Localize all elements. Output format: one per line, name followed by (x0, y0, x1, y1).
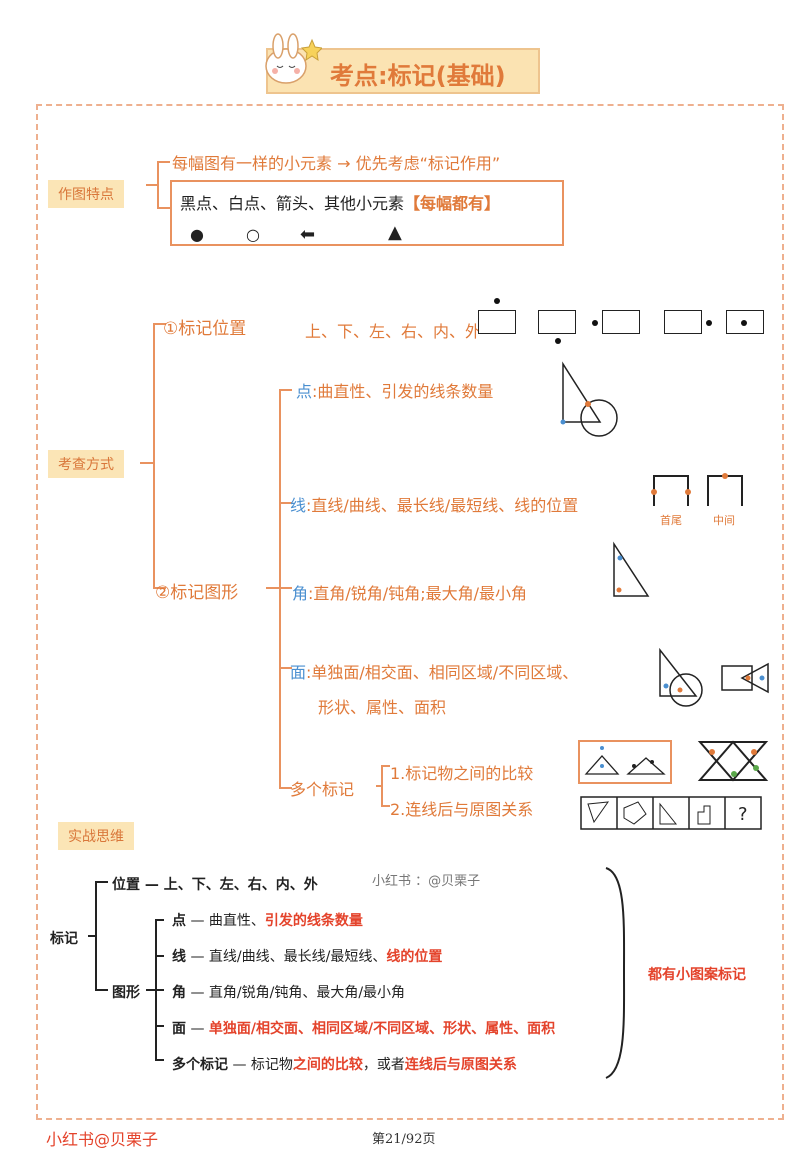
position-dot-right (706, 320, 712, 326)
item-point: 点:曲直性、引发的线条数量 (296, 378, 493, 402)
item-multi-key: 多个标记 (290, 780, 355, 799)
position-box-bottom (538, 310, 576, 334)
item-point-text: :曲直性、引发的线条数量 (312, 382, 494, 401)
footer-brand: 小红书@贝栗子 (46, 1130, 159, 1149)
compare-box (578, 740, 672, 784)
black-dot-icon: ● (190, 225, 204, 244)
elements-text: 黑点、白点、箭头、其他小元素 (180, 194, 405, 213)
page-title: 考点:标记(基础) (330, 62, 506, 90)
elements-tag: 【每幅都有】 (404, 194, 501, 213)
item-point-key: 点 (296, 382, 313, 401)
svg-text:?: ? (738, 804, 748, 825)
item-area-text: :单独面/相交面、相同区域/不同区域、 (306, 663, 579, 682)
features-bracket (146, 161, 170, 209)
summary-row-angle: 角 — 直角/锐角/钝角、最大角/最小角 (172, 985, 406, 1001)
line-diagram (651, 473, 743, 506)
summary-position-desc: 上、下、左、右、内、外 (163, 877, 318, 893)
multi-bracket (376, 765, 390, 807)
features-label: 作图特点 (48, 180, 124, 208)
item-line-key: 线 (290, 496, 307, 515)
position-dot-left (592, 320, 598, 326)
summary-shape-label: 图形 (112, 985, 140, 1001)
line-tag-ends: 首尾 (660, 514, 682, 527)
position-box-top (478, 310, 516, 334)
watermark: 小红书 ：@贝栗子 (372, 874, 481, 889)
multi-item-1: 1.标记物之间的比较 (390, 764, 534, 783)
arrow-icon: ⬅ (300, 224, 316, 245)
item-area-key: 面 (290, 663, 307, 682)
summary-row-multi: 多个标记 — 标记物之间的比较，或者连线后与原图关系 (172, 1057, 517, 1073)
position-box-right (664, 310, 702, 334)
item-angle-key: 角 (292, 584, 309, 603)
item-line: 线:直线/曲线、最长线/最短线、线的位置 (290, 492, 578, 516)
practice-label: 实战思维 (58, 822, 134, 850)
shape-title: ②标记图形 (155, 583, 239, 603)
white-dot-icon: ○ (246, 225, 260, 244)
summary-position-label: 位置 (112, 877, 140, 893)
compare-diagram (584, 746, 666, 775)
star-diagram (697, 740, 769, 782)
page-number: 第21/92页 (372, 1132, 436, 1147)
elements-box (170, 180, 564, 246)
summary-row-line: 线 — 直线/曲线、最长线/最短线、线的位置 (172, 949, 443, 965)
options-strip: ? (580, 796, 762, 830)
bunny-icon (262, 30, 324, 86)
triangle-icon: ▲ (388, 222, 402, 243)
summary-root: 标记 (50, 931, 78, 947)
position-desc: 上、下、左、右、内、外 (305, 322, 482, 341)
elements-line: 黑点、白点、箭头、其他小元素【每幅都有】 (180, 190, 500, 214)
summary-position: 位置 — 上、下、左、右、内、外 (112, 877, 318, 893)
angle-diagram (613, 541, 650, 597)
position-dot-inside (741, 320, 747, 326)
summary-conclusion: 都有小图案标记 (648, 967, 746, 983)
area-diagram (659, 648, 769, 707)
summary-row-area: 面 — 单独面/相交面、相同区域/不同区域、形状、属性、面积 (172, 1021, 556, 1037)
content-frame (36, 104, 784, 1120)
position-box-left (602, 310, 640, 334)
line-tag-middle: 中间 (713, 514, 735, 527)
summary-row-point: 点 — 曲直性、引发的线条数量 (172, 913, 363, 929)
item-area-text2: 形状、属性、面积 (318, 698, 447, 717)
summary-tree-lines (88, 881, 164, 1061)
position-title: ①标记位置 (163, 319, 247, 339)
exam-label: 考查方式 (48, 450, 124, 478)
item-angle-text: :直角/锐角/钝角;最大角/最小角 (308, 584, 527, 603)
item-area: 面:单独面/相交面、相同区域/不同区域、 (290, 659, 578, 683)
features-note: 每幅图有一样的小元素 → 优先考虑“标记作用” (172, 154, 501, 173)
multi-item-2: 2.连线后与原图关系 (390, 800, 534, 819)
exam-tree-lines (140, 323, 292, 789)
position-dot-bottom (555, 338, 561, 344)
point-diagram (560, 361, 618, 437)
item-line-text: :直线/曲线、最长线/最短线、线的位置 (306, 496, 579, 515)
summary-close-bracket (605, 867, 626, 1079)
item-angle: 角:直角/锐角/钝角;最大角/最小角 (292, 580, 527, 604)
position-dot-top (494, 298, 500, 304)
